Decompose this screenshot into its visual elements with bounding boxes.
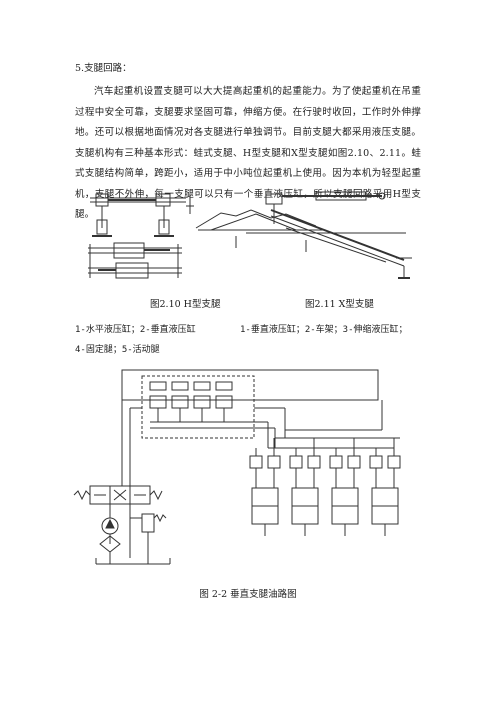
outrigger-figures [88, 191, 412, 279]
directional-valve [73, 485, 163, 505]
fig-2-11-legend: 1-垂直液压缸；2-车架；3-伸缩液压缸； [240, 325, 408, 335]
body-paragraph: 汽车起重机设置支腿可以大大提高起重机的起重能力。为了使起重机在吊重过程中安全可靠… [75, 86, 421, 220]
h-type-outrigger-drawing [88, 193, 194, 279]
fig-2-10-caption: 图2.10 H型支腿 [150, 299, 221, 310]
dashed-valve-block [141, 375, 255, 439]
return-line-loop [121, 369, 379, 401]
block-valves [149, 381, 240, 429]
diagram-caption: 图 2-2 垂直支腿油路图 [199, 589, 297, 600]
cylinder-group-4 [369, 438, 401, 536]
fig-2-10-legend-line2: 4-固定腿；5-活动腿 [75, 345, 160, 355]
fig-2-11-caption: 图2.11 X型支腿 [305, 299, 374, 310]
x-type-outrigger-drawing [195, 191, 412, 279]
fig-2-10-legend: 1-水平液压缸；2-垂直液压缸 4-固定腿；5-活动腿 [75, 320, 196, 360]
cylinder-group-2 [289, 438, 321, 536]
hydraulic-circuit-diagram [73, 369, 401, 565]
cylinder-group-1 [249, 438, 281, 536]
relief-valve [141, 513, 155, 533]
cylinder-group-3 [329, 438, 361, 536]
filter-symbol [99, 535, 121, 553]
fig-2-10-legend-line1: 1-水平液压缸；2-垂直液压缸 [75, 325, 196, 335]
section-heading: 5.支腿回路： [75, 63, 132, 74]
